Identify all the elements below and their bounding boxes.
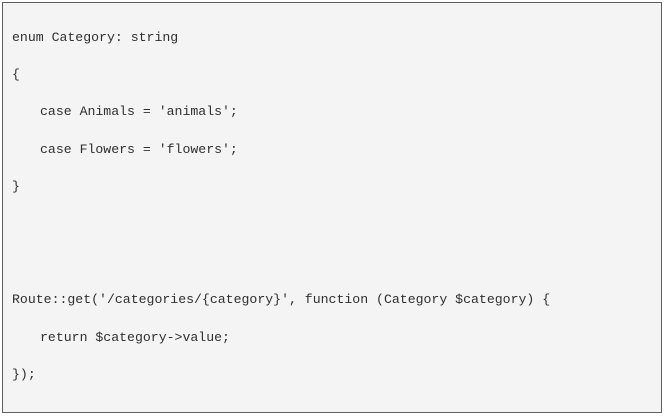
code-line-route-declaration: Route::get('/categories/{category}', fun… [12,292,551,307]
code-line-enum-declaration: enum Category: string [12,30,179,45]
code-line-case-flowers: case Flowers = 'flowers'; [40,142,238,157]
code-line-case-animals: case Animals = 'animals'; [40,104,238,119]
code-line-return-statement: return $category->value; [40,330,230,345]
code-line-closing-parens: }); [12,367,36,382]
code-line-open-brace: { [12,67,20,82]
code-block: enum Category: string { case Animals = '… [2,2,662,413]
code-line-close-brace: } [12,179,20,194]
